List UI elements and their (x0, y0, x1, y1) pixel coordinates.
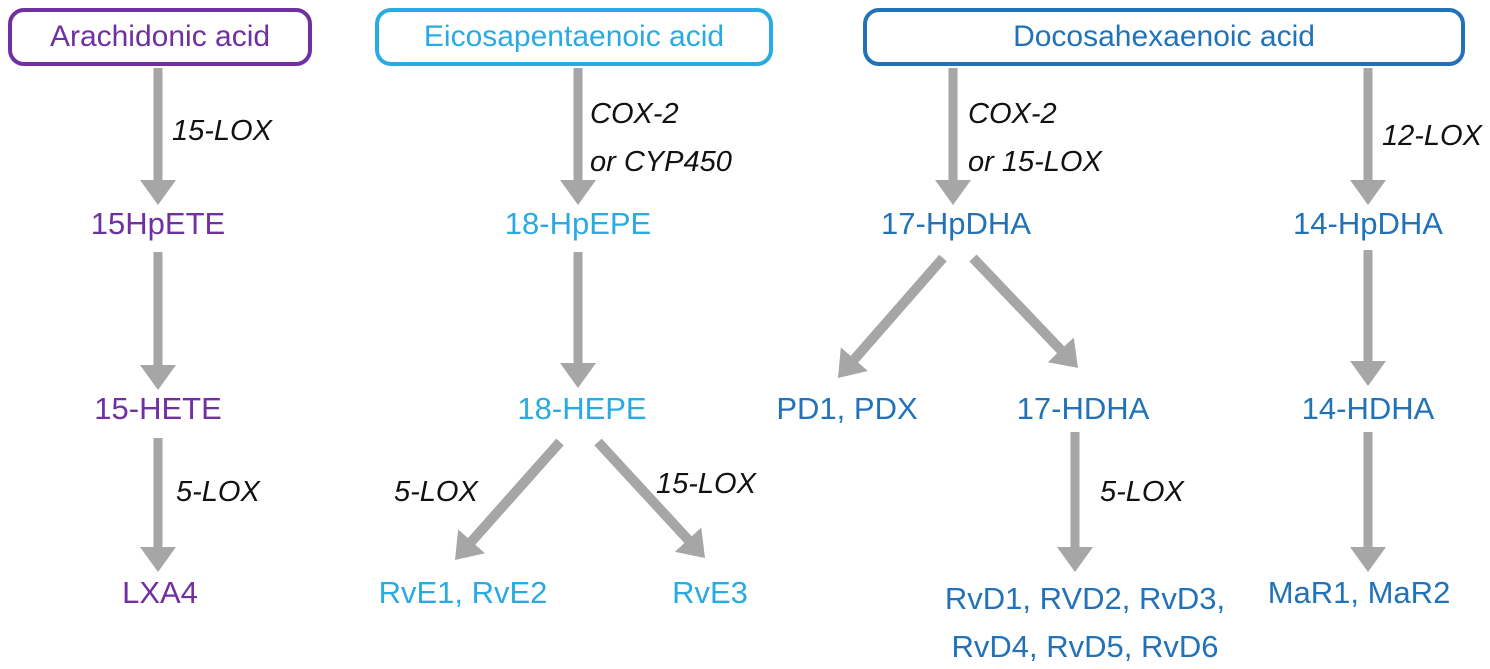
arachidonic-acid-box: Arachidonic acid (8, 8, 312, 66)
enzyme-5lox-aa: 5-LOX (176, 476, 260, 508)
metabolite-17hpdha: 17-HpDHA (881, 206, 1031, 241)
enzyme-cox2-or-cyp450: COX-2 or CYP450 (590, 90, 732, 186)
product-resolvins-d: RvD1, RVD2, RvD3, RvD4, RvD5, RvD6 (945, 575, 1225, 669)
enzyme-cox2-dha-line1: COX-2 (968, 98, 1057, 130)
metabolite-14hpdha: 14-HpDHA (1293, 206, 1443, 241)
eicosapentaenoic-acid-box: Eicosapentaenoic acid (375, 8, 773, 66)
metabolite-15hete: 15-HETE (94, 391, 222, 426)
enzyme-15lox-dha-line2: or 15-LOX (968, 146, 1102, 178)
product-lxa4: LXA4 (122, 575, 198, 610)
product-mar1-mar2: MaR1, MaR2 (1267, 575, 1451, 610)
arrow-17hpdha-to-pd1 (837, 254, 947, 379)
arrow-18hepe-to-rve12 (455, 438, 564, 560)
eicosapentaenoic-acid-label: Eicosapentaenoic acid (423, 20, 725, 53)
metabolite-17hdha: 17-HDHA (1016, 391, 1150, 426)
docosahexaenoic-acid-label: Docosahexaenoic acid (1013, 20, 1315, 53)
product-resolvins-d-line1: RvD1, RVD2, RvD3, (944, 581, 1226, 616)
enzyme-cyp450-epa-line2: or CYP450 (590, 146, 732, 178)
metabolite-18hpepe: 18-HpEPE (504, 206, 652, 241)
metabolite-15hpete: 15HpETE (90, 206, 226, 241)
arrow-17hpdha-to-17hdha (969, 254, 1078, 368)
product-rve3: RvE3 (672, 575, 748, 610)
metabolite-14hdha: 14-HDHA (1301, 391, 1435, 426)
docosahexaenoic-acid-box: Docosahexaenoic acid (863, 8, 1465, 66)
enzyme-5lox-epa: 5-LOX (394, 476, 478, 508)
product-pd1-pdx: PD1, PDX (776, 391, 918, 426)
enzyme-15lox-epa: 15-LOX (656, 468, 756, 500)
arachidonic-acid-label: Arachidonic acid (49, 20, 271, 53)
product-resolvins-d-line2: RvD4, RvD5, RvD6 (951, 629, 1219, 664)
metabolite-18hepe: 18-HEPE (517, 391, 647, 426)
enzyme-15lox-aa: 15-LOX (172, 115, 272, 147)
product-rve1-rve2: RvE1, RvE2 (378, 575, 548, 610)
enzyme-cox2-epa-line1: COX-2 (590, 98, 679, 130)
enzyme-5lox-dha: 5-LOX (1100, 476, 1184, 508)
arrow-18hepe-to-rve3 (594, 438, 705, 559)
enzyme-12lox-dha: 12-LOX (1382, 120, 1482, 152)
enzyme-cox2-or-15lox: COX-2 or 15-LOX (968, 90, 1102, 186)
